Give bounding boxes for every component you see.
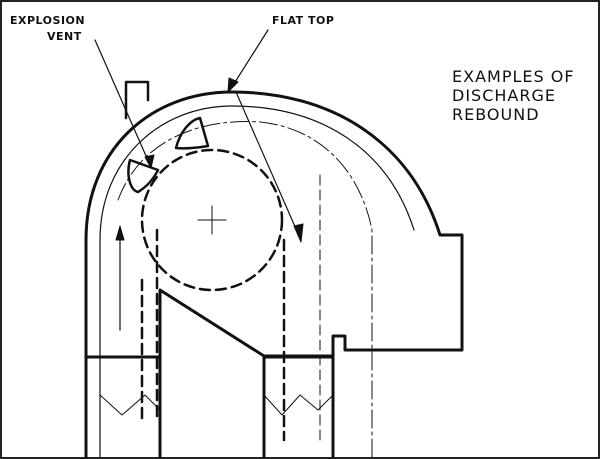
flat-top-leader [229, 29, 269, 91]
inner-offset-curve [99, 105, 415, 458]
inlet-hatch [99, 394, 161, 416]
flat-top-label: FLAT TOP [272, 14, 334, 27]
title-line-2: DISCHARGE [452, 86, 556, 105]
rebound-trajectory-head [293, 223, 304, 243]
outer-casing [84, 90, 464, 459]
flat-top-leader-head [227, 77, 239, 93]
explosion-vent-leader-head [144, 154, 155, 169]
rebound-blade-left [127, 158, 160, 194]
explosion-vent-leader [94, 39, 151, 166]
title-line-1: EXAMPLES OF [452, 67, 575, 86]
explosion-vent-label-2: VENT [47, 30, 82, 43]
title-line-3: REBOUND [452, 105, 540, 124]
outlet-hatch [263, 394, 334, 416]
outlet-leg [262, 355, 335, 459]
flow-centerline [117, 121, 373, 458]
impeller-circle [140, 148, 284, 292]
explosion-vent [124, 80, 150, 120]
rebound-blade-top [174, 116, 210, 150]
rebound-trajectory [235, 91, 301, 239]
flow-arrow-head [115, 225, 125, 241]
explosion-vent-label-1: EXPLOSION [10, 14, 85, 27]
